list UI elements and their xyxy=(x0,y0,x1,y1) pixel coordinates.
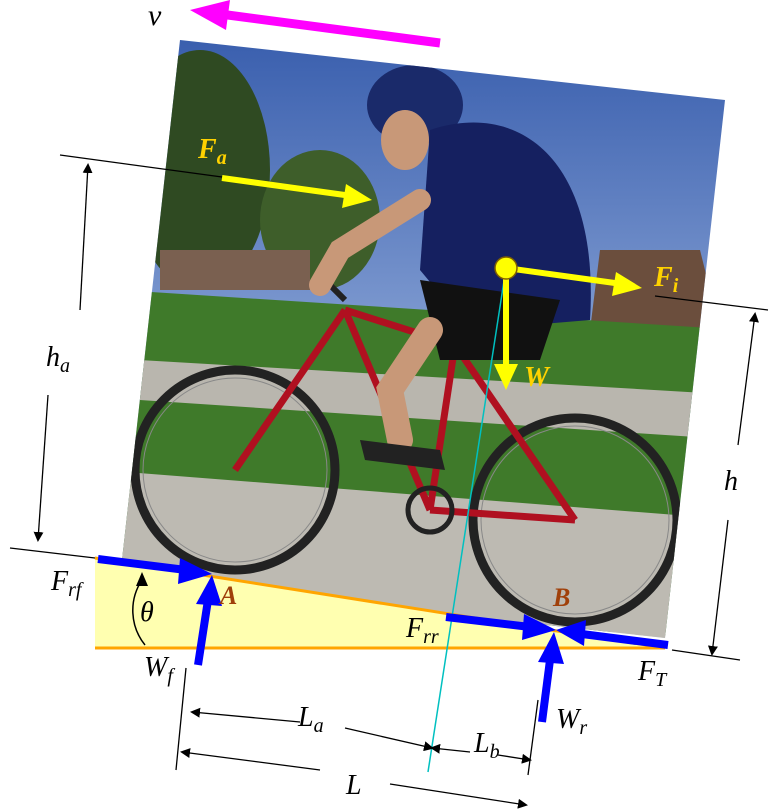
rear-rolling-resistance-arrow xyxy=(445,613,556,640)
rider-shoe xyxy=(360,440,445,470)
ha-label: ha xyxy=(46,342,70,377)
rear-axle-extension xyxy=(527,699,539,776)
sidewalk-near xyxy=(120,470,725,638)
ha-dim-upper xyxy=(79,163,93,311)
rider-head xyxy=(381,110,429,170)
traction-force-label: FT xyxy=(637,656,668,691)
rear-rolling-force-label: Frr xyxy=(405,613,439,648)
front-rolling-force-label: Frf xyxy=(50,566,84,601)
cg-vertical-line xyxy=(427,267,507,773)
l-label: L xyxy=(345,770,362,801)
front-normal-force-arrow xyxy=(194,575,222,666)
traction-force-arrow xyxy=(556,620,669,649)
inertial-force-arrow xyxy=(505,265,642,296)
la-dim-left xyxy=(190,707,301,723)
rider xyxy=(309,65,591,470)
la-label: La xyxy=(297,702,324,737)
weight-arrow xyxy=(494,268,518,390)
photo-background xyxy=(120,40,725,638)
front-axle-extension xyxy=(175,667,187,771)
velocity-label: v xyxy=(148,0,162,32)
house-right xyxy=(590,250,720,330)
lb-label: Lb xyxy=(473,728,500,763)
inertial-force-label: Fi xyxy=(653,262,679,297)
point-b-label: B xyxy=(552,583,570,612)
lb-dim-right xyxy=(497,753,532,764)
rear-weight-label: Wr xyxy=(556,704,587,739)
rider-shorts xyxy=(420,280,560,360)
dimension-lines xyxy=(9,154,769,809)
rider-leg xyxy=(376,317,443,453)
rider-arm xyxy=(309,189,431,296)
point-a-label: A xyxy=(218,581,237,610)
la-dim-right xyxy=(344,727,434,752)
theta-label: θ xyxy=(140,597,154,628)
h-bottom-extension xyxy=(671,649,741,661)
lb-dim-left xyxy=(430,743,471,754)
rear-normal-force-arrow xyxy=(538,632,564,723)
aero-force-label: Fa xyxy=(197,134,227,169)
aero-force-arrow xyxy=(221,175,372,208)
l-dim-left xyxy=(180,748,321,771)
ha-dim-lower xyxy=(33,394,49,542)
h-dim-lower xyxy=(707,519,729,656)
h-label: h xyxy=(724,466,738,497)
front-rolling-resistance-arrow xyxy=(97,555,212,584)
theta-arrowhead xyxy=(136,572,148,586)
center-of-gravity xyxy=(494,256,518,280)
velocity-arrow xyxy=(190,0,441,48)
rider-shirt xyxy=(420,122,591,331)
l-dim-right xyxy=(389,783,528,809)
bicycle xyxy=(130,272,682,627)
h-dim-upper xyxy=(737,312,759,446)
front-weight-label: Wf xyxy=(144,652,175,687)
house-left xyxy=(160,250,310,290)
ha-bottom-extension xyxy=(9,547,96,559)
h-top-extension xyxy=(654,295,769,311)
theta-arc xyxy=(132,579,146,646)
weight-label: W xyxy=(524,362,551,393)
ha-top-extension xyxy=(59,154,223,178)
